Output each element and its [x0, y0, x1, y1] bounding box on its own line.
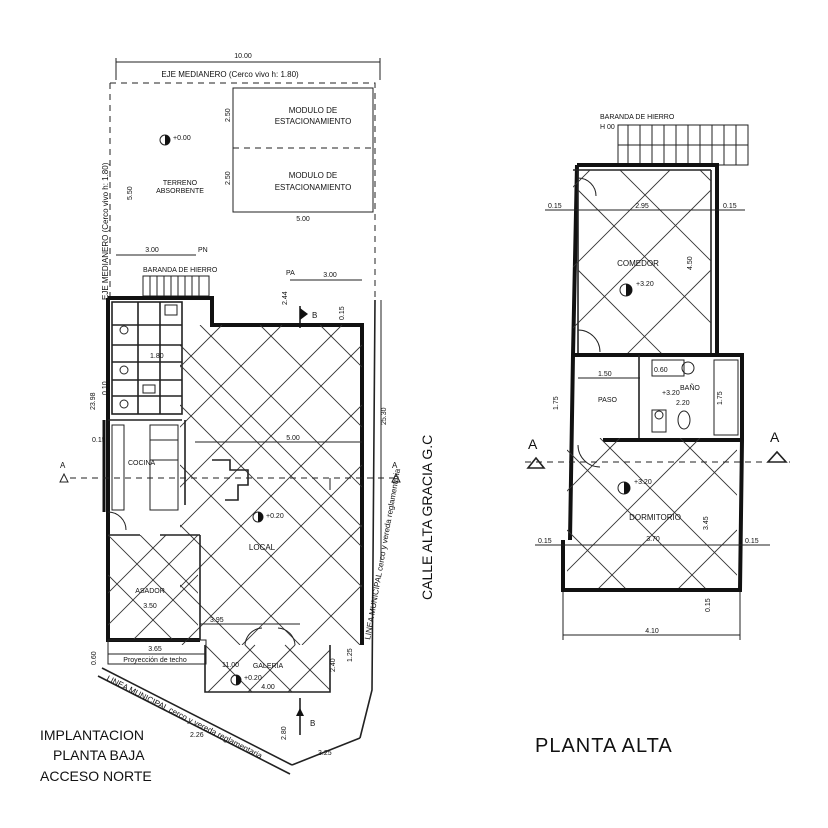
title-acceso-norte: ACCESO NORTE [40, 768, 152, 784]
lvl-local: +0.20 [266, 513, 284, 520]
dim-250a: 2.50 [225, 108, 232, 122]
dim-180: 1.80 [150, 353, 164, 360]
dim-060: 0.60 [91, 651, 98, 665]
linea-municipal-right: LINEA MUNICIPAL cerco y vereda reglament… [363, 467, 402, 640]
lvl-galeria: +0.20 [244, 675, 262, 682]
modulo-1-line1: MODULO DE [289, 106, 337, 115]
eje-medianero-left: EJE MEDIANERO (Cerco vivo h: 1.80) [101, 162, 110, 300]
pa-dim-295: 2.95 [635, 203, 649, 210]
modulo-2-line1: MODULO DE [289, 171, 337, 180]
bano-label: BAÑO [680, 383, 700, 392]
terreno-line1: TERRENO [163, 180, 198, 187]
pa-dim-015-tl: 0.15 [548, 203, 562, 210]
pa-dim-345: 3.45 [703, 516, 710, 530]
lvl-bano: +3.20 [662, 390, 680, 397]
bano-fixtures [651, 359, 739, 436]
pa-section-a-left: A [528, 436, 538, 452]
dim-2398: 23.98 [90, 392, 97, 410]
label-h00: H 00 [600, 124, 615, 131]
dim-500: 5.00 [296, 216, 310, 223]
baranda-pb: BARANDA DE HIERRO [143, 267, 218, 274]
pa-dim-220: 2.20 [676, 400, 690, 407]
section-a-left: A [60, 461, 66, 470]
dim-400: 4.00 [261, 684, 275, 691]
terreno-line2: ABSORBENTE [156, 188, 204, 195]
section-b-top: B [312, 311, 317, 320]
local-floor-pattern [180, 325, 362, 645]
asador-floor-pattern [108, 535, 198, 639]
proyeccion-techo: Proyección de techo [123, 657, 187, 664]
dim-2530: 25.30 [381, 407, 388, 425]
title-planta-baja: PLANTA BAJA [53, 747, 145, 763]
pa-section-a-right: A [770, 429, 780, 445]
dim-125: 1.25 [347, 648, 354, 662]
dim-250b: 2.50 [225, 171, 232, 185]
pa-dim-015-br: 0.15 [745, 538, 759, 545]
dim-365: 3.65 [148, 646, 162, 653]
dim-226: 2.26 [190, 732, 204, 739]
dim-015b: 0.15 [92, 437, 106, 444]
baranda-pa: BARANDA DE HIERRO [600, 114, 675, 121]
asador-label: ASADOR [135, 588, 165, 595]
pa-dim-015-bot: 0.15 [705, 598, 712, 612]
dim-015a: 0.15 [339, 306, 346, 320]
label-pa: PA [286, 270, 295, 277]
pa-dim-150: 1.50 [598, 371, 612, 378]
pa-dim-175a: 1.75 [553, 396, 560, 410]
calle-label: CALLE ALTA GRACIA G.C [419, 435, 435, 600]
dim-500b: 5.00 [286, 435, 300, 442]
dim-1100: 11.00 [222, 662, 239, 669]
section-a-right: A [392, 461, 398, 470]
dormitorio-floor-pattern [567, 438, 737, 588]
local-label: LOCAL [249, 543, 276, 552]
modulo-1-line2: ESTACIONAMIENTO [275, 117, 352, 126]
dim-240: 2.40 [330, 658, 337, 672]
dim-244: 2.44 [282, 291, 289, 305]
comedor-label: COMEDOR [617, 259, 659, 268]
lvl-dormitorio: +3.20 [634, 479, 652, 486]
paso-label: PASO [598, 397, 617, 404]
dim-325: 3.25 [318, 750, 332, 757]
lvl-comedor: +3.20 [636, 281, 654, 288]
stair-pa [617, 124, 749, 166]
dormitorio-label: DORMITORIO [629, 513, 681, 522]
cocina-area: COCINA 0.15 [92, 419, 182, 511]
pa-dim-060: 0.60 [654, 367, 668, 374]
label-pn: PN [198, 247, 208, 254]
pa-dim-015-bl: 0.15 [538, 538, 552, 545]
dim-300b: 3.00 [323, 272, 337, 279]
dim-280: 2.80 [281, 726, 288, 740]
pa-dim-450: 4.50 [687, 256, 694, 270]
lvl-terreno: +0.00 [173, 135, 191, 142]
comedor-floor-pattern [573, 170, 711, 355]
title-planta-alta: PLANTA ALTA [535, 735, 673, 757]
dim-395: 3.95 [210, 617, 224, 624]
service-block: 1.80 [111, 301, 183, 415]
pa-dim-370: 3.70 [646, 536, 660, 543]
dim-550: 5.50 [127, 186, 134, 200]
planta-baja: 10.00 EJE MEDIANERO (Cerco vivo h: 1.80)… [40, 53, 435, 784]
dim-010: 0.10 [102, 381, 109, 395]
planta-alta: BARANDA DE HIERRO H 00 [525, 114, 790, 757]
pa-dim-410: 4.10 [645, 628, 659, 635]
eje-medianero-top: EJE MEDIANERO (Cerco vivo h: 1.80) [161, 70, 299, 79]
modulo-2-line2: ESTACIONAMIENTO [275, 183, 352, 192]
section-b-bottom: B [310, 719, 315, 728]
dim-300a: 3.00 [145, 247, 159, 254]
title-implantacion: IMPLANTACION [40, 727, 144, 743]
stair-pb [142, 275, 210, 297]
top-dimension: 10.00 [234, 53, 252, 60]
dim-350: 3.50 [143, 603, 157, 610]
pa-dim-175b: 1.75 [717, 391, 724, 405]
galeria-label: GALERIA [253, 663, 284, 670]
pa-dim-015-tr: 0.15 [723, 203, 737, 210]
cocina-label: COCINA [128, 460, 156, 467]
